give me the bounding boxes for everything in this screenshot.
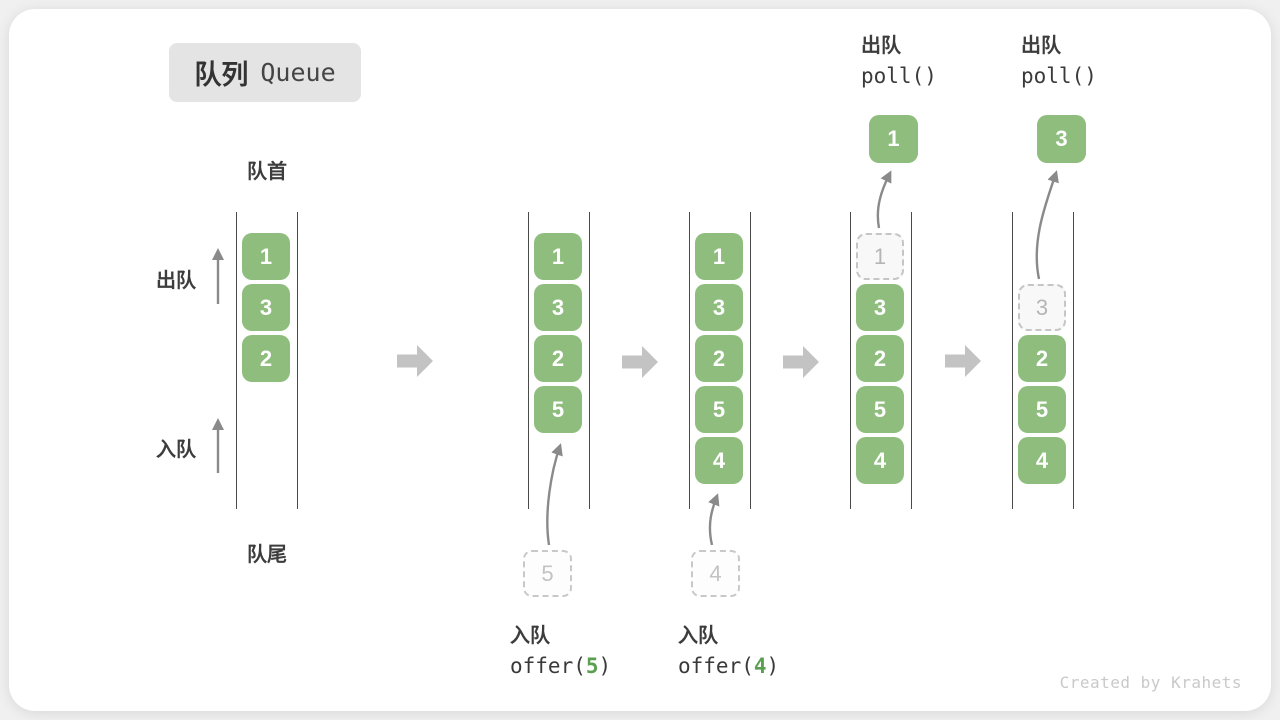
queue-cell: 5	[856, 386, 904, 433]
operation-action-label: 出队	[1021, 35, 1061, 57]
background-card	[9, 9, 1271, 711]
queue-cell: 3	[242, 284, 290, 331]
queue-cell: 4	[695, 437, 743, 484]
queue-cell: 3	[695, 284, 743, 331]
queue-cell: 2	[695, 335, 743, 382]
operation-action-label: 出队	[861, 35, 901, 57]
code-arg: 5	[585, 654, 599, 678]
code-fn: offer(	[510, 654, 586, 678]
queue-stage-1: 1 3 2	[236, 212, 298, 509]
queue-stage-3: 1 3 2 5 4	[689, 212, 751, 509]
operation-code: poll()	[1021, 64, 1097, 88]
queue-cell: 2	[242, 335, 290, 382]
operation-action-label: 入队	[678, 625, 718, 647]
code-fn: offer(	[678, 654, 754, 678]
queue-cell: 5	[534, 386, 582, 433]
queue-stage-5: 3 2 5 4	[1012, 212, 1074, 509]
queue-cell: 3	[534, 284, 582, 331]
queue-cell: 2	[1018, 335, 1066, 382]
queue-stage-4: 1 3 2 5 4	[850, 212, 912, 509]
incoming-value-box: 4	[691, 550, 740, 597]
queue-front-label: 队首	[247, 161, 287, 183]
dequeue-operation-1: 出队 poll()	[861, 29, 937, 88]
enqueue-operation-4: 入队 offer(4)	[678, 619, 779, 678]
enqueue-side-label: 入队	[156, 439, 196, 461]
dequeue-side-label: 出队	[156, 270, 196, 292]
title-zh: 队列	[194, 60, 249, 90]
operation-code: poll()	[861, 64, 937, 88]
watermark: Created by Krahets	[1059, 673, 1242, 692]
polled-ghost-cell: 3	[1018, 284, 1066, 331]
queue-cell: 1	[695, 233, 743, 280]
queue-cell: 2	[856, 335, 904, 382]
queue-cell: 4	[1018, 437, 1066, 484]
operation-code: offer(5)	[510, 654, 611, 678]
code-close: )	[598, 654, 612, 678]
queue-cell: 1	[242, 233, 290, 280]
queue-stage-2: 1 3 2 5	[528, 212, 590, 509]
queue-cell: 5	[695, 386, 743, 433]
code-close: )	[766, 654, 780, 678]
title-badge: 队列 Queue	[169, 43, 361, 102]
dequeue-operation-2: 出队 poll()	[1021, 29, 1097, 88]
enqueue-operation-5: 入队 offer(5)	[510, 619, 611, 678]
queue-cell: 2	[534, 335, 582, 382]
operation-code: offer(4)	[678, 654, 779, 678]
operation-action-label: 入队	[510, 625, 550, 647]
queue-rear-label: 队尾	[247, 544, 287, 566]
queue-cell: 5	[1018, 386, 1066, 433]
queue-cell: 1	[534, 233, 582, 280]
incoming-value-box: 5	[523, 550, 572, 597]
title-en: Queue	[260, 58, 336, 87]
queue-cell: 4	[856, 437, 904, 484]
polled-value-box: 3	[1037, 115, 1086, 163]
polled-value-box: 1	[869, 115, 918, 163]
code-arg: 4	[753, 654, 767, 678]
queue-cell: 3	[856, 284, 904, 331]
polled-ghost-cell: 1	[856, 233, 904, 280]
